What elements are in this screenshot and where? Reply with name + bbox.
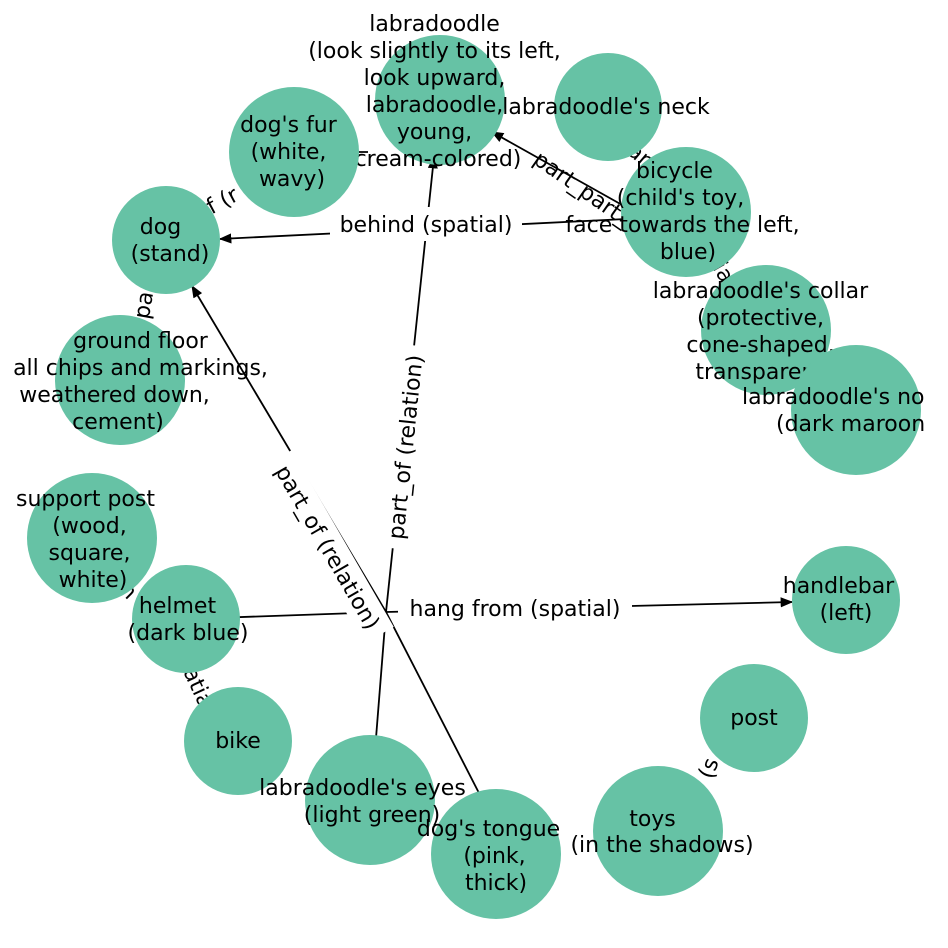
node-helmet: helmet (dark blue): [128, 565, 249, 673]
svg-text:support post (wood,: support post (wood, square, white): [16, 487, 162, 593]
node-labradoodles-eyes: labradoodle's eyes (light green): [259, 735, 473, 865]
edge-tongue: [385, 611, 481, 796]
node-post: post: [700, 664, 808, 772]
edge-label-partial-dog: pa: [130, 290, 159, 321]
node-ground-floor: ground floor all chips and markings, wea…: [13, 315, 275, 445]
svg-text:bike: bike: [215, 729, 261, 754]
svg-text:bicycle (child's toy,: bicycle (child's toy, face towards the l…: [565, 159, 806, 265]
edge-label-behind: behind (spatial): [330, 207, 522, 241]
svg-text:dog's fur (white,: dog's fur (white, wavy): [240, 113, 344, 192]
edge-bicycle: [490, 131, 641, 216]
node-dogs-tongue: dog's tongue (pink, thick): [417, 789, 567, 919]
svg-text:dog's tongue (pink,: dog's tongue (pink, thick): [417, 817, 567, 896]
svg-text:labradoodle (look slight: labradoodle (look slightly to its left, …: [308, 12, 568, 172]
svg-text:part_of (relation): part_of (relation): [270, 461, 384, 634]
svg-text:toys (in the shadows): toys (in the shadows): [570, 807, 753, 858]
svg-text:pa: pa: [130, 290, 159, 321]
node-bicycle: bicycle (child's toy, face towards the l…: [565, 147, 806, 277]
edge-label-hang-from: hang from (spatial): [398, 592, 632, 626]
svg-text:dog (stand): dog (stand): [131, 215, 210, 267]
node-labradoodle: labradoodle (look slightly to its left, …: [308, 12, 568, 172]
svg-text:labradoodle's eyes (ligh: labradoodle's eyes (light green): [259, 776, 473, 828]
node-dog: dog (stand): [112, 186, 220, 294]
edge-eyes: [375, 611, 387, 739]
svg-text:labradoodle's no (dark m: labradoodle's no (dark maroon: [742, 385, 932, 437]
node-handlebar: handlebar (left): [783, 546, 901, 654]
svg-text:handlebar (left): handlebar (left): [783, 574, 901, 626]
node-dogs-fur: dog's fur (white, wavy): [229, 87, 359, 217]
node-labradoodles-collar: labradoodle's collar (protective, cone-s…: [653, 265, 869, 395]
svg-text:ground floor all chips a: ground floor all chips and markings, wea…: [13, 329, 275, 435]
node-support-post: support post (wood, square, white): [16, 473, 162, 603]
node-toys: toys (in the shadows): [570, 766, 754, 896]
node-labradoodles-neck: labradoodle's neck: [502, 53, 710, 161]
svg-text:hang from (spatial): hang from (spatial): [410, 597, 621, 622]
node-bike: bike: [184, 687, 292, 795]
svg-text:labradoodle's neck: labradoodle's neck: [502, 95, 710, 120]
edge-label-part-of-vertical: part_of (relation): [377, 343, 433, 551]
svg-text:behind (spatial): behind (spatial): [340, 213, 513, 238]
node-labradoodles-nose: labradoodle's no (dark maroon: [742, 345, 932, 475]
svg-text:post: post: [730, 706, 778, 731]
svg-text:helmet (dark blue): helmet (dark blue): [128, 594, 249, 646]
